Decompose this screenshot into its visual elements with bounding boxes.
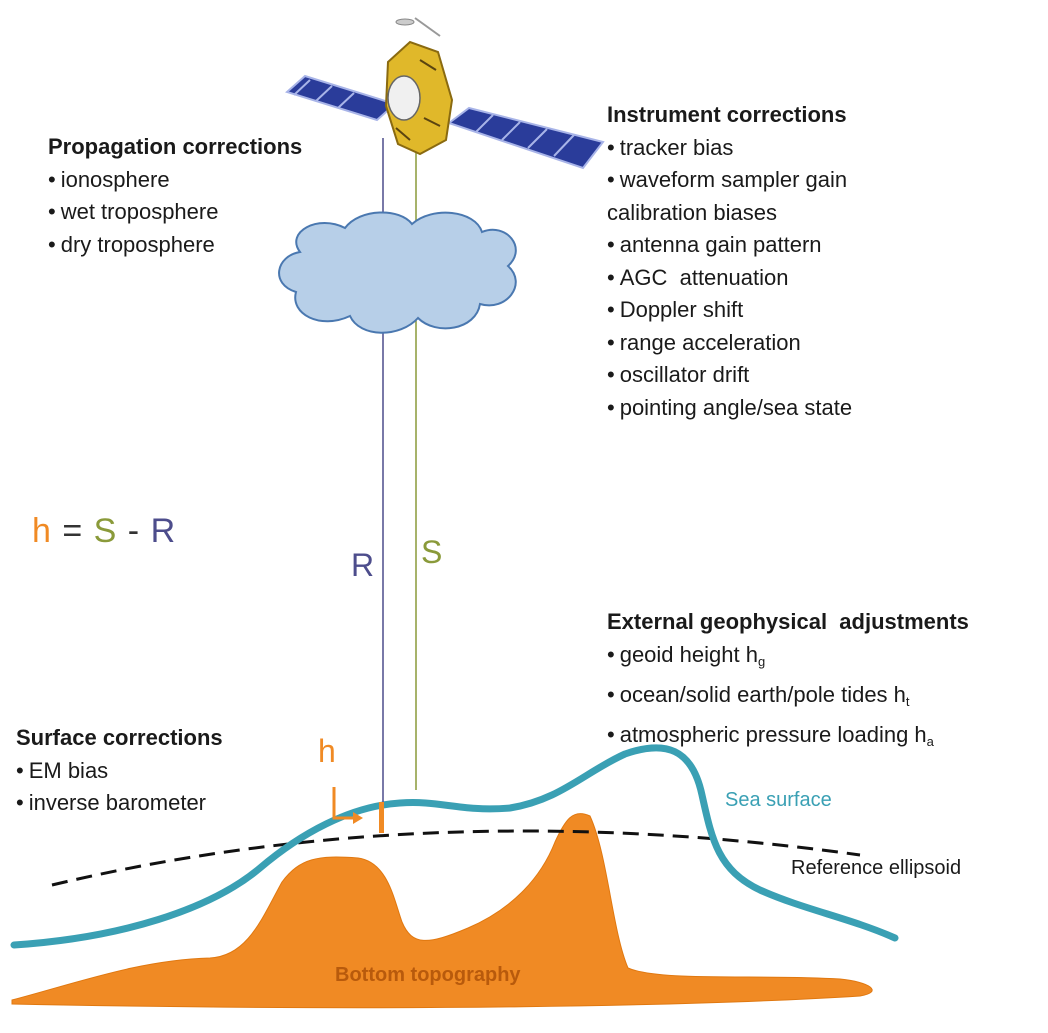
propagation-item-ionosphere: ionosphere: [48, 164, 302, 197]
bottom-topography-label: Bottom topography: [335, 964, 521, 986]
instrument-item-oscillator-drift: oscillator drift: [607, 359, 852, 392]
equation-r: R: [150, 512, 177, 550]
instrument-item-range-acceleration: range acceleration: [607, 327, 852, 360]
h-marker: [332, 787, 384, 833]
external-item-pressure-loading: atmospheric pressure loading ha: [607, 718, 969, 758]
height-label-s: S: [421, 534, 443, 570]
surface-item-inverse-barometer: inverse barometer: [16, 787, 223, 820]
satellite-icon: [285, 17, 605, 170]
bottom-topography: [11, 813, 873, 1009]
instrument-corrections-block: Instrument corrections tracker bias wave…: [607, 99, 852, 424]
equation-h: h: [32, 512, 52, 550]
surface-item-em-bias: EM bias: [16, 755, 223, 788]
propagation-corrections-title: Propagation corrections: [48, 134, 303, 159]
instrument-item-calibration-biases: calibration biases: [607, 199, 777, 225]
reference-ellipsoid-curve: [51, 829, 861, 887]
sea-surface-label: Sea surface: [725, 789, 832, 811]
cloud: [278, 211, 517, 334]
instrument-item-pointing-angle: pointing angle/sea state: [607, 392, 852, 425]
reference-ellipsoid-label: Reference ellipsoid: [791, 857, 962, 879]
surface-corrections-block: Surface corrections EM bias inverse baro…: [16, 722, 223, 820]
external-item-tides: ocean/solid earth/pole tides ht: [607, 678, 969, 718]
external-item-geoid-height: geoid height hg: [607, 638, 969, 678]
propagation-item-dry-troposphere: dry troposphere: [48, 229, 302, 262]
equation-equals: =: [51, 512, 94, 550]
equation-minus: -: [117, 512, 151, 550]
instrument-item-tracker-bias: tracker bias: [607, 132, 852, 165]
external-adjustments-title: External geophysical adjustments: [607, 609, 969, 634]
instrument-item-waveform-sampler-gain: waveform sampler gain: [607, 164, 852, 197]
sea-surface-curve: [10, 744, 899, 949]
height-equation: h = S - R: [32, 512, 176, 551]
instrument-item-doppler-shift: Doppler shift: [607, 294, 852, 327]
propagation-corrections-block: Propagation corrections ionosphere wet t…: [48, 131, 302, 261]
range-label-r: R: [351, 547, 375, 583]
external-adjustments-block: External geophysical adjustments geoid h…: [607, 605, 969, 758]
propagation-item-wet-troposphere: wet troposphere: [48, 196, 302, 229]
instrument-item-antenna-gain-pattern: antenna gain pattern: [607, 229, 852, 262]
h-label: h: [318, 733, 336, 769]
instrument-item-agc-attenuation: AGC attenuation: [607, 262, 852, 295]
instrument-corrections-title: Instrument corrections: [607, 102, 847, 127]
equation-s: S: [93, 512, 118, 550]
surface-corrections-title: Surface corrections: [16, 725, 223, 750]
